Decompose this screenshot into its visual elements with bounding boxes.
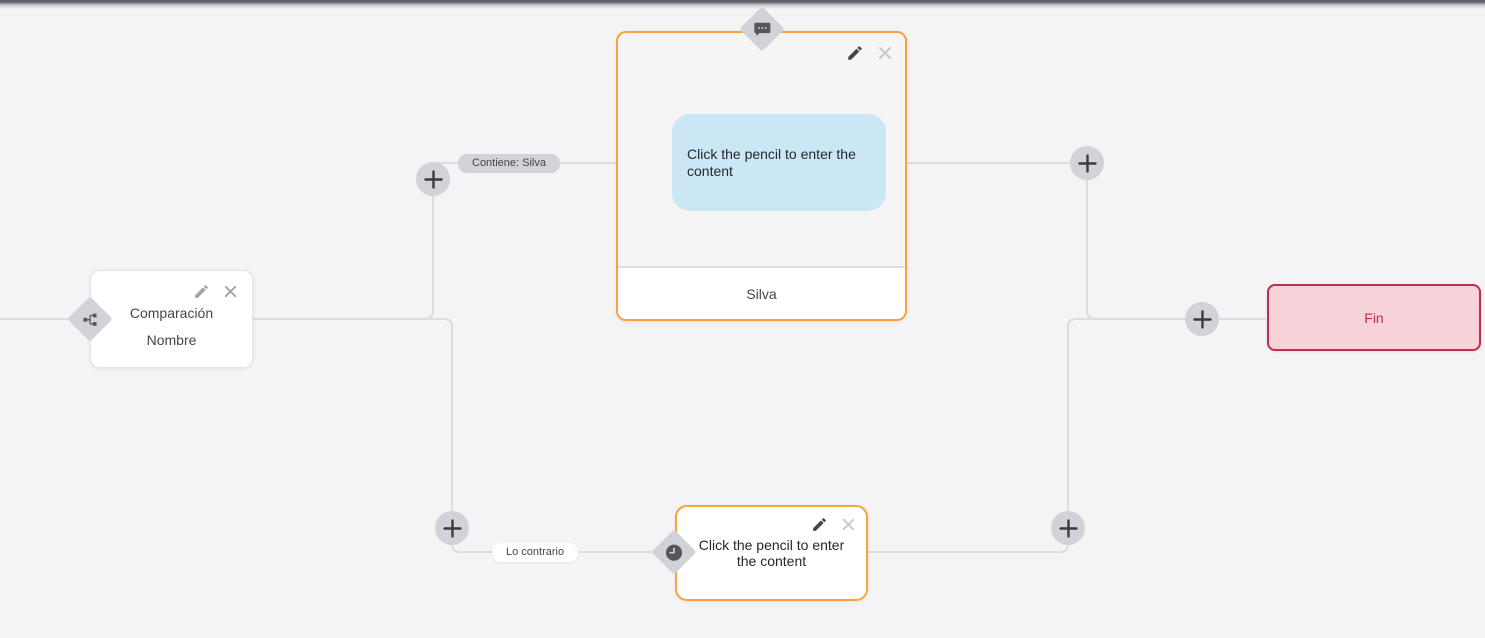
plus-icon: [423, 169, 443, 189]
close-icon[interactable]: [841, 517, 856, 532]
message-node-badge: [739, 6, 785, 52]
delay-placeholder-text: Click the pencil to enter the content: [698, 536, 845, 569]
edit-pencil-icon[interactable]: [193, 283, 210, 300]
delay-node[interactable]: Click the pencil to enter the content: [675, 505, 868, 601]
end-node-label: Fin: [1364, 309, 1384, 326]
edge-message-to-end: [907, 162, 1266, 320]
plus-icon: [1077, 153, 1097, 173]
close-icon[interactable]: [877, 45, 893, 61]
message-content-bubble[interactable]: Click the pencil to enter the content: [672, 114, 886, 211]
sitemap-icon: [83, 312, 98, 327]
comparison-node-field: Nombre: [146, 331, 197, 348]
edge-comparison-to-bottom-plus: [253, 318, 453, 528]
add-node-button-before-end[interactable]: [1185, 302, 1219, 336]
edge-label-contains: Contiene: Silva: [458, 154, 560, 173]
message-node-footer: Silva: [618, 266, 905, 319]
delay-node-badge: [651, 529, 697, 575]
plus-icon: [442, 518, 462, 538]
chat-bubble-icon: [754, 21, 771, 37]
clock-icon: [665, 543, 684, 562]
message-node[interactable]: Click the pencil to enter the content Si…: [616, 31, 907, 321]
edge-label-otherwise: Lo contrario: [492, 543, 579, 562]
close-icon[interactable]: [223, 284, 238, 299]
message-placeholder-text: Click the pencil to enter the content: [687, 146, 856, 179]
add-node-button-top-left[interactable]: [416, 162, 450, 196]
toolbar-shadow: [0, 0, 1485, 9]
edit-pencil-icon[interactable]: [846, 44, 864, 62]
plus-icon: [1058, 518, 1078, 538]
end-node[interactable]: Fin: [1267, 284, 1481, 351]
edge-delay-to-end: [868, 318, 1100, 553]
add-node-button-top-right[interactable]: [1070, 146, 1104, 180]
comparison-node-title: Comparación: [129, 304, 214, 321]
message-footer-label: Silva: [746, 285, 777, 302]
add-node-button-bottom-left[interactable]: [435, 511, 469, 545]
comparison-node[interactable]: Comparación Nombre: [90, 270, 253, 368]
comparison-node-badge: [67, 296, 113, 342]
plus-icon: [1192, 309, 1212, 329]
edge-comparison-to-top-plus: [253, 181, 434, 320]
add-node-button-bottom-right[interactable]: [1051, 511, 1085, 545]
edit-pencil-icon[interactable]: [811, 516, 828, 533]
